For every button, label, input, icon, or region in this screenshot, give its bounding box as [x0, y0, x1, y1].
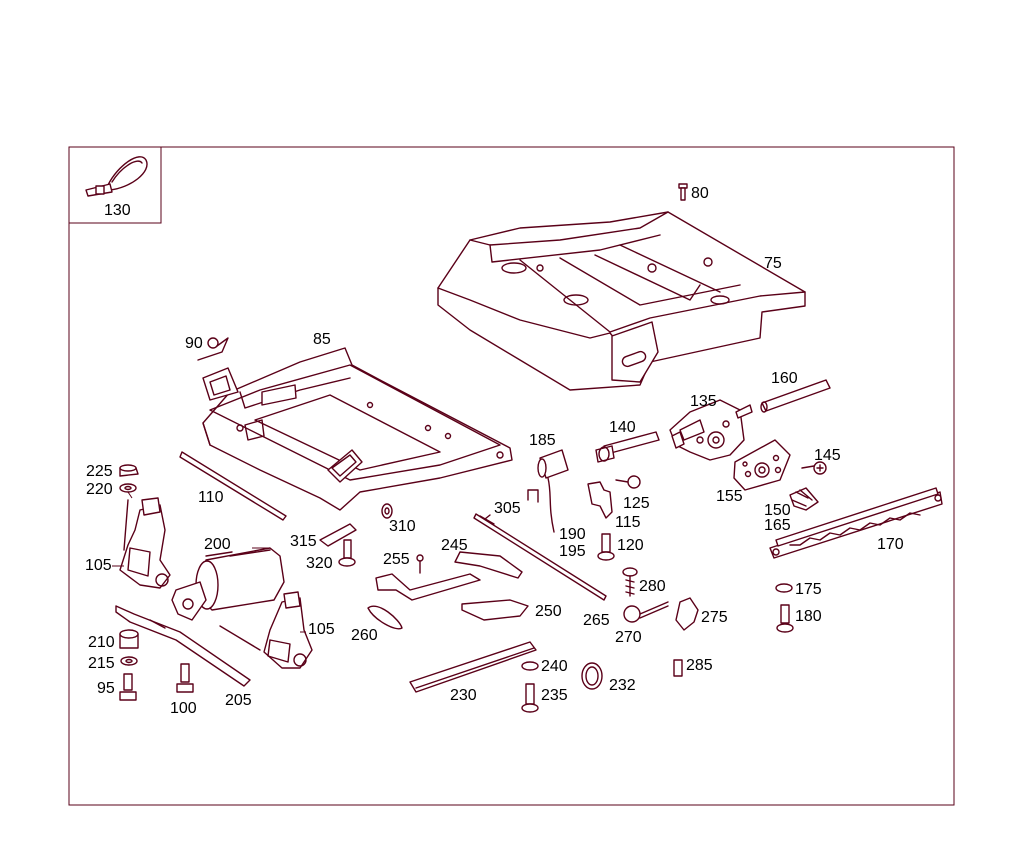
- callout-115: 115: [615, 514, 641, 531]
- callout-85: 85: [313, 331, 331, 348]
- clip-90: [197, 337, 229, 361]
- callout-270: 270: [615, 629, 642, 646]
- clip-305: [527, 489, 539, 503]
- clip-315: [319, 523, 357, 547]
- gear-150: [789, 487, 819, 511]
- callout-235: 235: [541, 687, 568, 704]
- callout-260: 260: [351, 627, 378, 644]
- solenoid-185: [537, 449, 569, 533]
- inset-box: [69, 147, 162, 224]
- callout-232: 232: [609, 677, 636, 694]
- callout-275: 275: [701, 609, 728, 626]
- callout-245: 245: [441, 537, 468, 554]
- callout-80: 80: [691, 185, 709, 202]
- callout-75: 75: [764, 255, 782, 272]
- bolt-235: [521, 683, 539, 713]
- callout-155: 155: [716, 488, 743, 505]
- callout-195: 195: [559, 543, 586, 560]
- motor-200: [171, 547, 285, 621]
- washer-240: [521, 661, 539, 671]
- callout-305: 305: [494, 500, 521, 517]
- washer-220: [119, 483, 137, 493]
- callout-240: 240: [541, 658, 568, 675]
- callout-215: 215: [88, 655, 115, 672]
- callout-285: 285: [686, 657, 713, 674]
- motor-mount-105-right: [219, 591, 313, 669]
- callout-135: 135: [690, 393, 717, 410]
- callout-320: 320: [306, 555, 333, 572]
- callout-220: 220: [86, 481, 113, 498]
- callout-210: 210: [88, 634, 115, 651]
- callout-230: 230: [450, 687, 477, 704]
- callout-255: 255: [383, 551, 410, 568]
- callout-205: 205: [225, 692, 252, 709]
- screw-145: [801, 461, 827, 475]
- plate-155: [733, 439, 791, 491]
- rail-230: [409, 641, 537, 693]
- callout-310: 310: [389, 518, 416, 535]
- callout-110: 110: [198, 489, 224, 506]
- callout-100: 100: [170, 700, 197, 717]
- pin-285: [673, 659, 683, 677]
- seat-frame-85: [202, 347, 513, 511]
- callout-265: 265: [583, 612, 610, 629]
- pin-80: [678, 183, 688, 201]
- rod-110: [179, 451, 287, 521]
- bolt-125: [615, 475, 641, 489]
- motor-mount-105-left: [119, 497, 171, 589]
- callout-95: 95: [97, 680, 115, 697]
- callout-280: 280: [639, 578, 666, 595]
- rod-265: [473, 513, 607, 601]
- inset-label-130: 130: [104, 202, 131, 219]
- bolt-100: [176, 663, 194, 693]
- ring-260: [367, 605, 403, 630]
- callout-180: 180: [795, 608, 822, 625]
- spacer-210: [119, 629, 139, 649]
- lever-205: [115, 605, 251, 687]
- callout-225: 225: [86, 463, 113, 480]
- bolt-120: [597, 533, 615, 561]
- seat-frame-75: [437, 211, 806, 391]
- callout-200: 200: [204, 536, 231, 553]
- callout-90: 90: [185, 335, 203, 352]
- washer-175: [775, 583, 793, 593]
- rail-170: [769, 487, 943, 559]
- callout-160: 160: [771, 370, 798, 387]
- ring-232: [581, 662, 603, 690]
- callout-170: 170: [877, 536, 904, 553]
- callout-105-left: 105: [85, 557, 112, 574]
- callout-165: 165: [764, 517, 791, 534]
- screw-280: [622, 567, 638, 597]
- callout-175: 175: [795, 581, 822, 598]
- washer-215: [120, 656, 138, 666]
- callout-140: 140: [609, 419, 636, 436]
- callout-120: 120: [617, 537, 644, 554]
- pin-255: [416, 554, 424, 574]
- plate-250: [461, 599, 529, 621]
- nut-225: [119, 464, 139, 477]
- bolt-270: [623, 601, 669, 623]
- bolt-180: [776, 604, 794, 633]
- callout-315: 315: [290, 533, 317, 550]
- cable-tie-icon: [85, 156, 148, 197]
- shaft-140: [595, 431, 660, 463]
- bracket-245: [375, 551, 523, 601]
- callout-125: 125: [623, 495, 650, 512]
- diagram-frame: [68, 146, 955, 806]
- grommet-310: [381, 503, 393, 519]
- leader-lines: [112, 491, 306, 633]
- callout-105-right: 105: [308, 621, 335, 638]
- callout-145: 145: [814, 447, 841, 464]
- bolt-320: [338, 539, 356, 567]
- callout-250: 250: [535, 603, 562, 620]
- shaft-160: [760, 379, 831, 413]
- gear-housing-135: [669, 399, 753, 461]
- callout-150: 150: [764, 502, 791, 519]
- knob-275: [675, 597, 699, 631]
- callout-190: 190: [559, 526, 586, 543]
- bracket-115: [587, 481, 613, 519]
- bolt-95: [119, 673, 137, 701]
- callout-185: 185: [529, 432, 556, 449]
